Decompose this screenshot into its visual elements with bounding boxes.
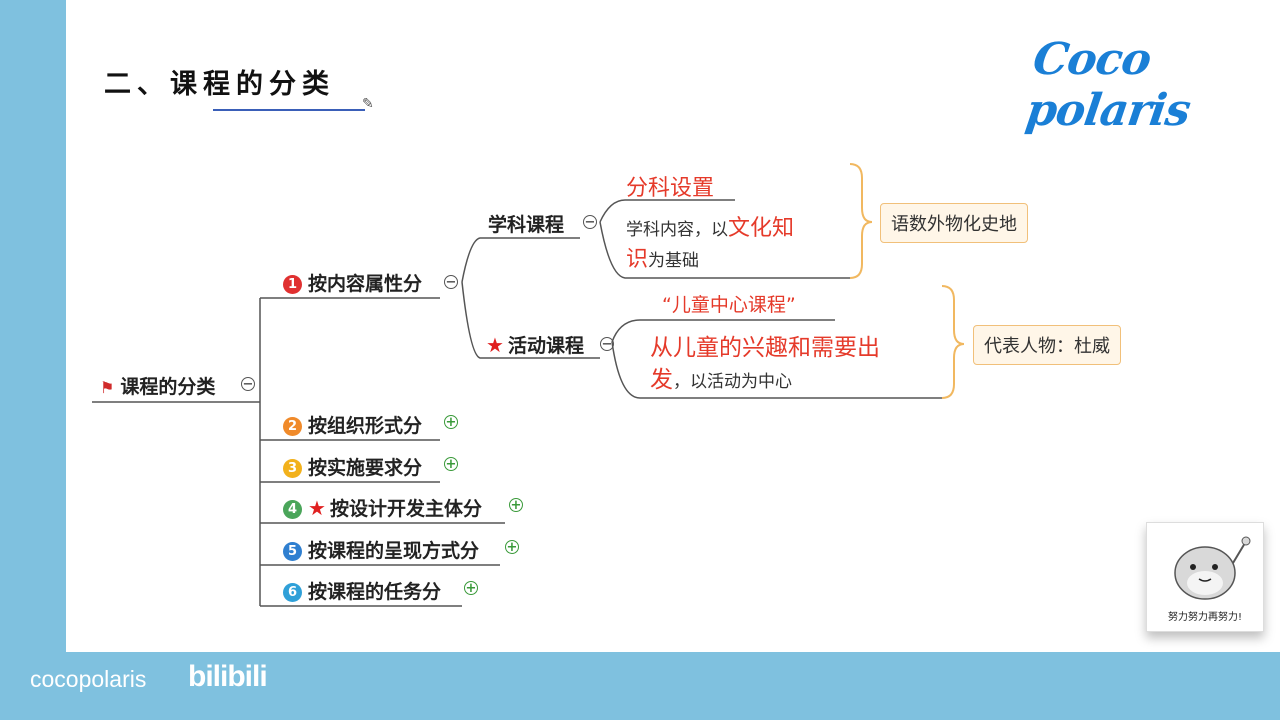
hamster-icon (1174, 536, 1251, 600)
number-badge-1: 1 (283, 275, 302, 294)
branch-1-collapse-toggle[interactable]: − (444, 275, 458, 290)
subject-example-box: 语数外物化史地 (880, 203, 1028, 243)
activity-collapse-toggle[interactable]: − (600, 337, 614, 352)
slide-title: 二、课程的分类 (104, 69, 335, 100)
number-badge-6: 6 (283, 583, 302, 602)
number-badge-4: 4 (283, 500, 302, 519)
subject-heading: 分科设置 (626, 176, 715, 201)
activity-course-node[interactable]: ★活动课程 (486, 333, 584, 357)
star-icon: ★ (486, 333, 504, 357)
subject-course-node[interactable]: 学科课程 (488, 214, 565, 236)
branch-6-expand-toggle[interactable]: + (464, 581, 478, 596)
number-badge-3: 3 (283, 459, 302, 478)
bottom-bar (0, 652, 1280, 720)
pencil-icon: ✎ (362, 96, 374, 112)
root-collapse-toggle[interactable]: − (241, 377, 255, 392)
branch-design-subject[interactable]: 4★按设计开发主体分 (283, 494, 482, 521)
branch-2-expand-toggle[interactable]: + (444, 415, 458, 430)
mascot-sticker: 努力努力再努力! (1146, 522, 1264, 632)
title-underline (213, 109, 365, 111)
bilibili-logo: bilibili (188, 660, 268, 693)
activity-heading: “儿童中心课程” (662, 294, 796, 316)
flag-icon: ⚑ (100, 378, 115, 397)
activity-brace (941, 285, 965, 399)
subject-description: 学科内容，以文化知识为基础 (626, 216, 795, 272)
branch-5-expand-toggle[interactable]: + (505, 540, 519, 555)
activity-example-box: 代表人物：杜威 (973, 325, 1121, 365)
footer-channel-name: cocopolaris (30, 666, 147, 692)
branch-4-expand-toggle[interactable]: + (509, 498, 523, 513)
branch-3-expand-toggle[interactable]: + (444, 457, 458, 472)
subject-brace (849, 163, 873, 279)
number-badge-5: 5 (283, 542, 302, 561)
subject-collapse-toggle[interactable]: − (583, 215, 597, 230)
root-node[interactable]: ⚑课程的分类 (100, 376, 216, 398)
activity-description: 从儿童的兴趣和需要出发，以活动为中心 (650, 335, 880, 393)
star-icon: ★ (308, 496, 326, 520)
mascot-caption: 努力努力再努力! (1167, 612, 1242, 623)
number-badge-2: 2 (283, 417, 302, 436)
